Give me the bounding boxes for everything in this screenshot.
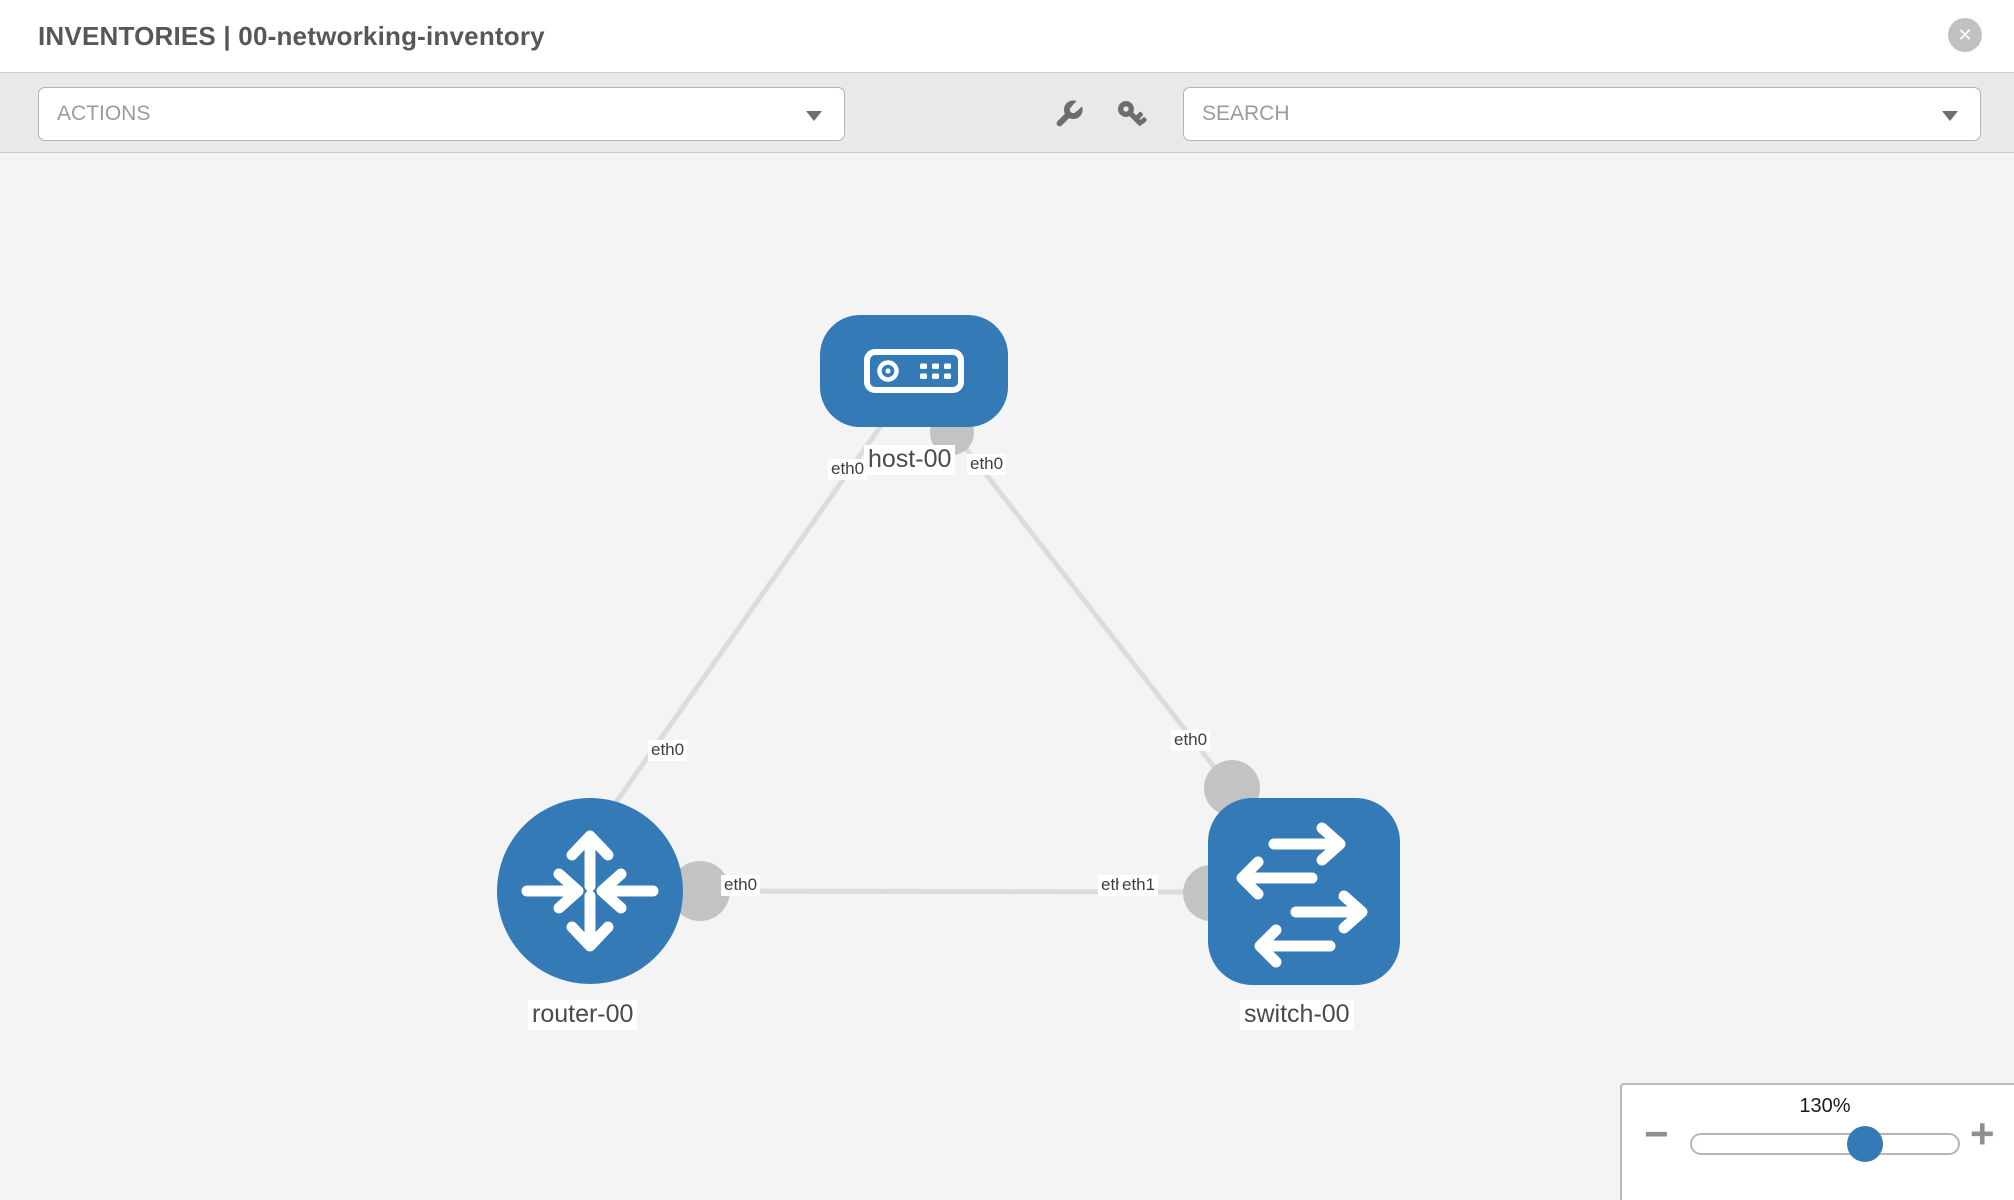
node-router-00[interactable] bbox=[497, 798, 683, 984]
port-label-host-eth0-right: eth0 bbox=[967, 454, 1007, 475]
node-label-router-00: router-00 bbox=[528, 1000, 638, 1030]
connector-router bbox=[670, 861, 730, 921]
port-label-router-eth0-side: eth0 bbox=[721, 875, 761, 896]
zoom-in-button[interactable]: + bbox=[1970, 1110, 1995, 1157]
close-icon: ✕ bbox=[1957, 24, 1973, 45]
port-label-switch-eth1-side: eth1 bbox=[1119, 875, 1159, 896]
router-icon bbox=[521, 830, 659, 952]
node-host-00[interactable] bbox=[820, 315, 1008, 427]
node-switch-00[interactable] bbox=[1208, 798, 1400, 985]
switch-icon bbox=[1236, 822, 1368, 968]
search-placeholder: SEARCH bbox=[1202, 102, 1290, 125]
key-icon bbox=[1118, 101, 1147, 126]
credentials-button[interactable] bbox=[1114, 97, 1150, 133]
port-label-host-eth0-left: eth0 bbox=[828, 459, 868, 480]
node-label-switch-00: switch-00 bbox=[1240, 1000, 1354, 1030]
link-host-switch bbox=[948, 426, 1234, 792]
zoom-level-value: 130% bbox=[1799, 1095, 1851, 1117]
chevron-down-icon bbox=[1942, 111, 1958, 121]
actions-dropdown-label: ACTIONS bbox=[57, 102, 151, 125]
node-label-host-00: host-00 bbox=[864, 445, 956, 475]
search-dropdown[interactable]: SEARCH bbox=[1183, 87, 1981, 141]
topology-links-layer bbox=[609, 411, 1260, 921]
configure-button[interactable] bbox=[1050, 97, 1086, 133]
topology-canvas[interactable]: eth0 eth0 eth0 eth0 eth0 eth0 eth1 host-… bbox=[0, 153, 2014, 1200]
toolbar: ACTIONS SEARCH bbox=[0, 72, 2014, 153]
actions-dropdown[interactable]: ACTIONS bbox=[38, 87, 845, 141]
host-icon bbox=[864, 349, 964, 393]
zoom-control-panel: 130% − + bbox=[1620, 1083, 2014, 1200]
port-label-router-eth0-up: eth0 bbox=[648, 740, 688, 761]
wrench-icon bbox=[1056, 100, 1083, 127]
zoom-slider-handle[interactable] bbox=[1847, 1126, 1883, 1162]
zoom-slider-track[interactable] bbox=[1690, 1133, 1960, 1155]
close-button[interactable]: ✕ bbox=[1948, 18, 1982, 52]
chevron-down-icon bbox=[806, 111, 822, 121]
header: INVENTORIES | 00-networking-inventory ✕ bbox=[0, 0, 2014, 72]
zoom-out-button[interactable]: − bbox=[1644, 1110, 1669, 1157]
port-label-switch-eth0-up: eth0 bbox=[1171, 730, 1211, 751]
page-title: INVENTORIES | 00-networking-inventory bbox=[38, 20, 545, 51]
